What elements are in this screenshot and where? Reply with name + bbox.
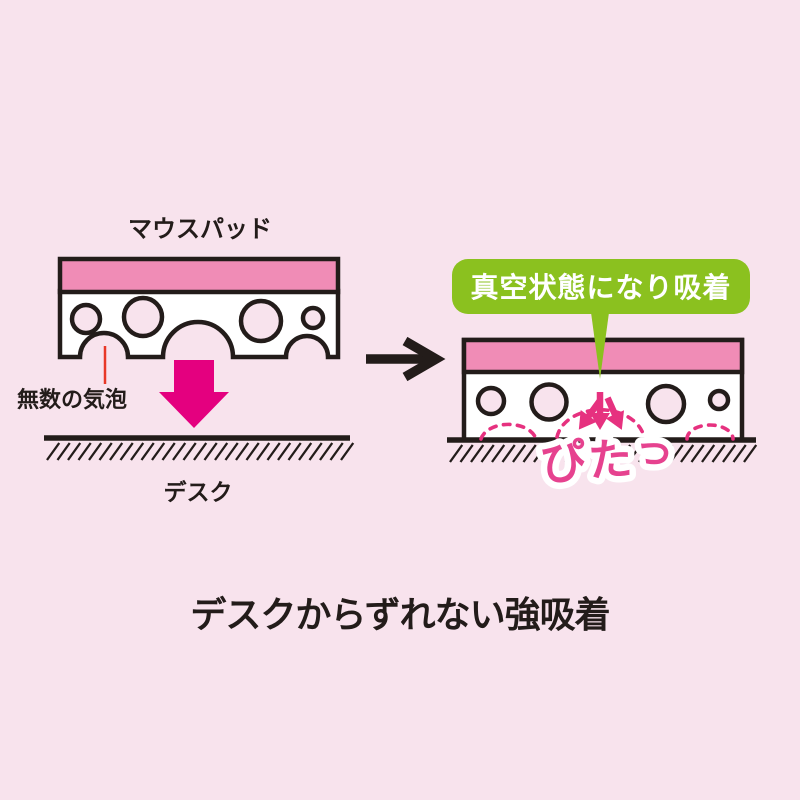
suction-arc-left: [479, 422, 538, 441]
air-bubble: [238, 298, 284, 344]
callout-text: 真空状態になり吸着: [470, 271, 731, 304]
desk-hatching: [449, 444, 758, 463]
air-bubble: [300, 305, 326, 331]
callout-tail: [590, 305, 610, 379]
vacuum-callout: 真空状態になり吸着: [452, 259, 750, 379]
suction-arc-right: [685, 423, 735, 441]
sfx-char: た: [587, 434, 634, 487]
air-bubble: [475, 385, 507, 417]
left-diagram: マウスパッド 無数の気泡 デスク: [17, 215, 355, 506]
air-bubble: [707, 388, 731, 412]
air-bubble: [645, 383, 687, 425]
transition-arrow: [366, 336, 446, 382]
sfx-char: ぴ: [537, 432, 590, 492]
mousepad-cross-section: [57, 256, 341, 360]
pad-top-surface: [57, 256, 341, 295]
transition-arrow-head: [402, 336, 446, 382]
desk-label: デスク: [164, 479, 233, 506]
air-bubbles-label: 無数の気泡: [17, 387, 127, 413]
air-bubble: [121, 295, 165, 339]
air-bubble: [69, 302, 103, 336]
mousepad-label: マウスパッド: [128, 215, 272, 243]
suction-arrow-middle: [590, 392, 610, 430]
callout-bubble: [452, 259, 750, 314]
air-bubble: [529, 382, 569, 422]
press-down-arrow: [159, 360, 229, 428]
right-diagram: 真空状態になり吸着 ぴ た っ: [447, 259, 758, 499]
desk-hatching: [46, 442, 355, 461]
headline: デスクからずれない強吸着: [190, 594, 609, 636]
suction-arrow-right: [604, 396, 625, 430]
pad-foam-layer: [57, 288, 341, 360]
